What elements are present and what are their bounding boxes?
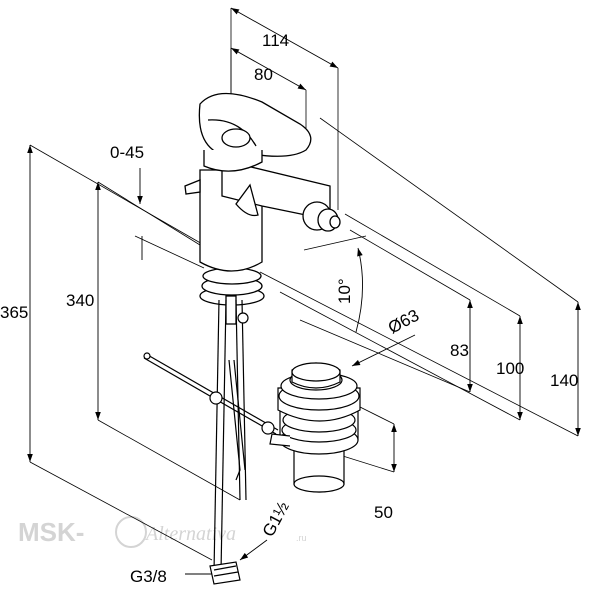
popup-waste bbox=[269, 362, 361, 493]
supply-hoses bbox=[209, 299, 249, 585]
dim-width-spout: 80 bbox=[254, 65, 273, 84]
dim-height-body: 340 bbox=[66, 291, 94, 310]
dim-waste-height: 50 bbox=[374, 503, 393, 522]
extension-lines bbox=[29, 8, 579, 561]
faucet-body bbox=[184, 92, 341, 325]
dim-arc-10deg bbox=[355, 247, 363, 333]
leader-g1-half bbox=[239, 539, 268, 561]
dim-spout-height: 83 bbox=[450, 341, 469, 360]
dim-line-80 bbox=[230, 47, 307, 91]
dim-height-140: 140 bbox=[550, 371, 578, 390]
leader-diameter bbox=[351, 334, 416, 367]
dim-lever-range: 0-45 bbox=[110, 143, 144, 162]
watermark: MSK- Alternativa .ru bbox=[18, 516, 307, 548]
dimension-lines bbox=[27, 7, 581, 577]
dim-height-100: 100 bbox=[496, 359, 524, 378]
dim-waste-diameter: Ø63 bbox=[385, 306, 422, 338]
dim-line-114 bbox=[230, 7, 339, 69]
watermark-suffix: .ru bbox=[296, 533, 307, 543]
watermark-logo-icon bbox=[115, 516, 147, 548]
dim-spout-angle: 10° bbox=[335, 278, 354, 304]
watermark-script: Alternativa bbox=[144, 523, 236, 545]
pull-rod bbox=[143, 352, 279, 435]
watermark-prefix: MSK- bbox=[18, 517, 84, 547]
dim-width-total: 114 bbox=[262, 31, 289, 50]
dim-hose-thread: G3/8 bbox=[130, 567, 167, 586]
dim-waste-thread: G1½ bbox=[259, 498, 293, 539]
dim-height-total: 365 bbox=[0, 303, 28, 322]
dimension-labels: 114 80 0-45 365 340 10° Ø63 83 100 140 5… bbox=[0, 31, 578, 586]
